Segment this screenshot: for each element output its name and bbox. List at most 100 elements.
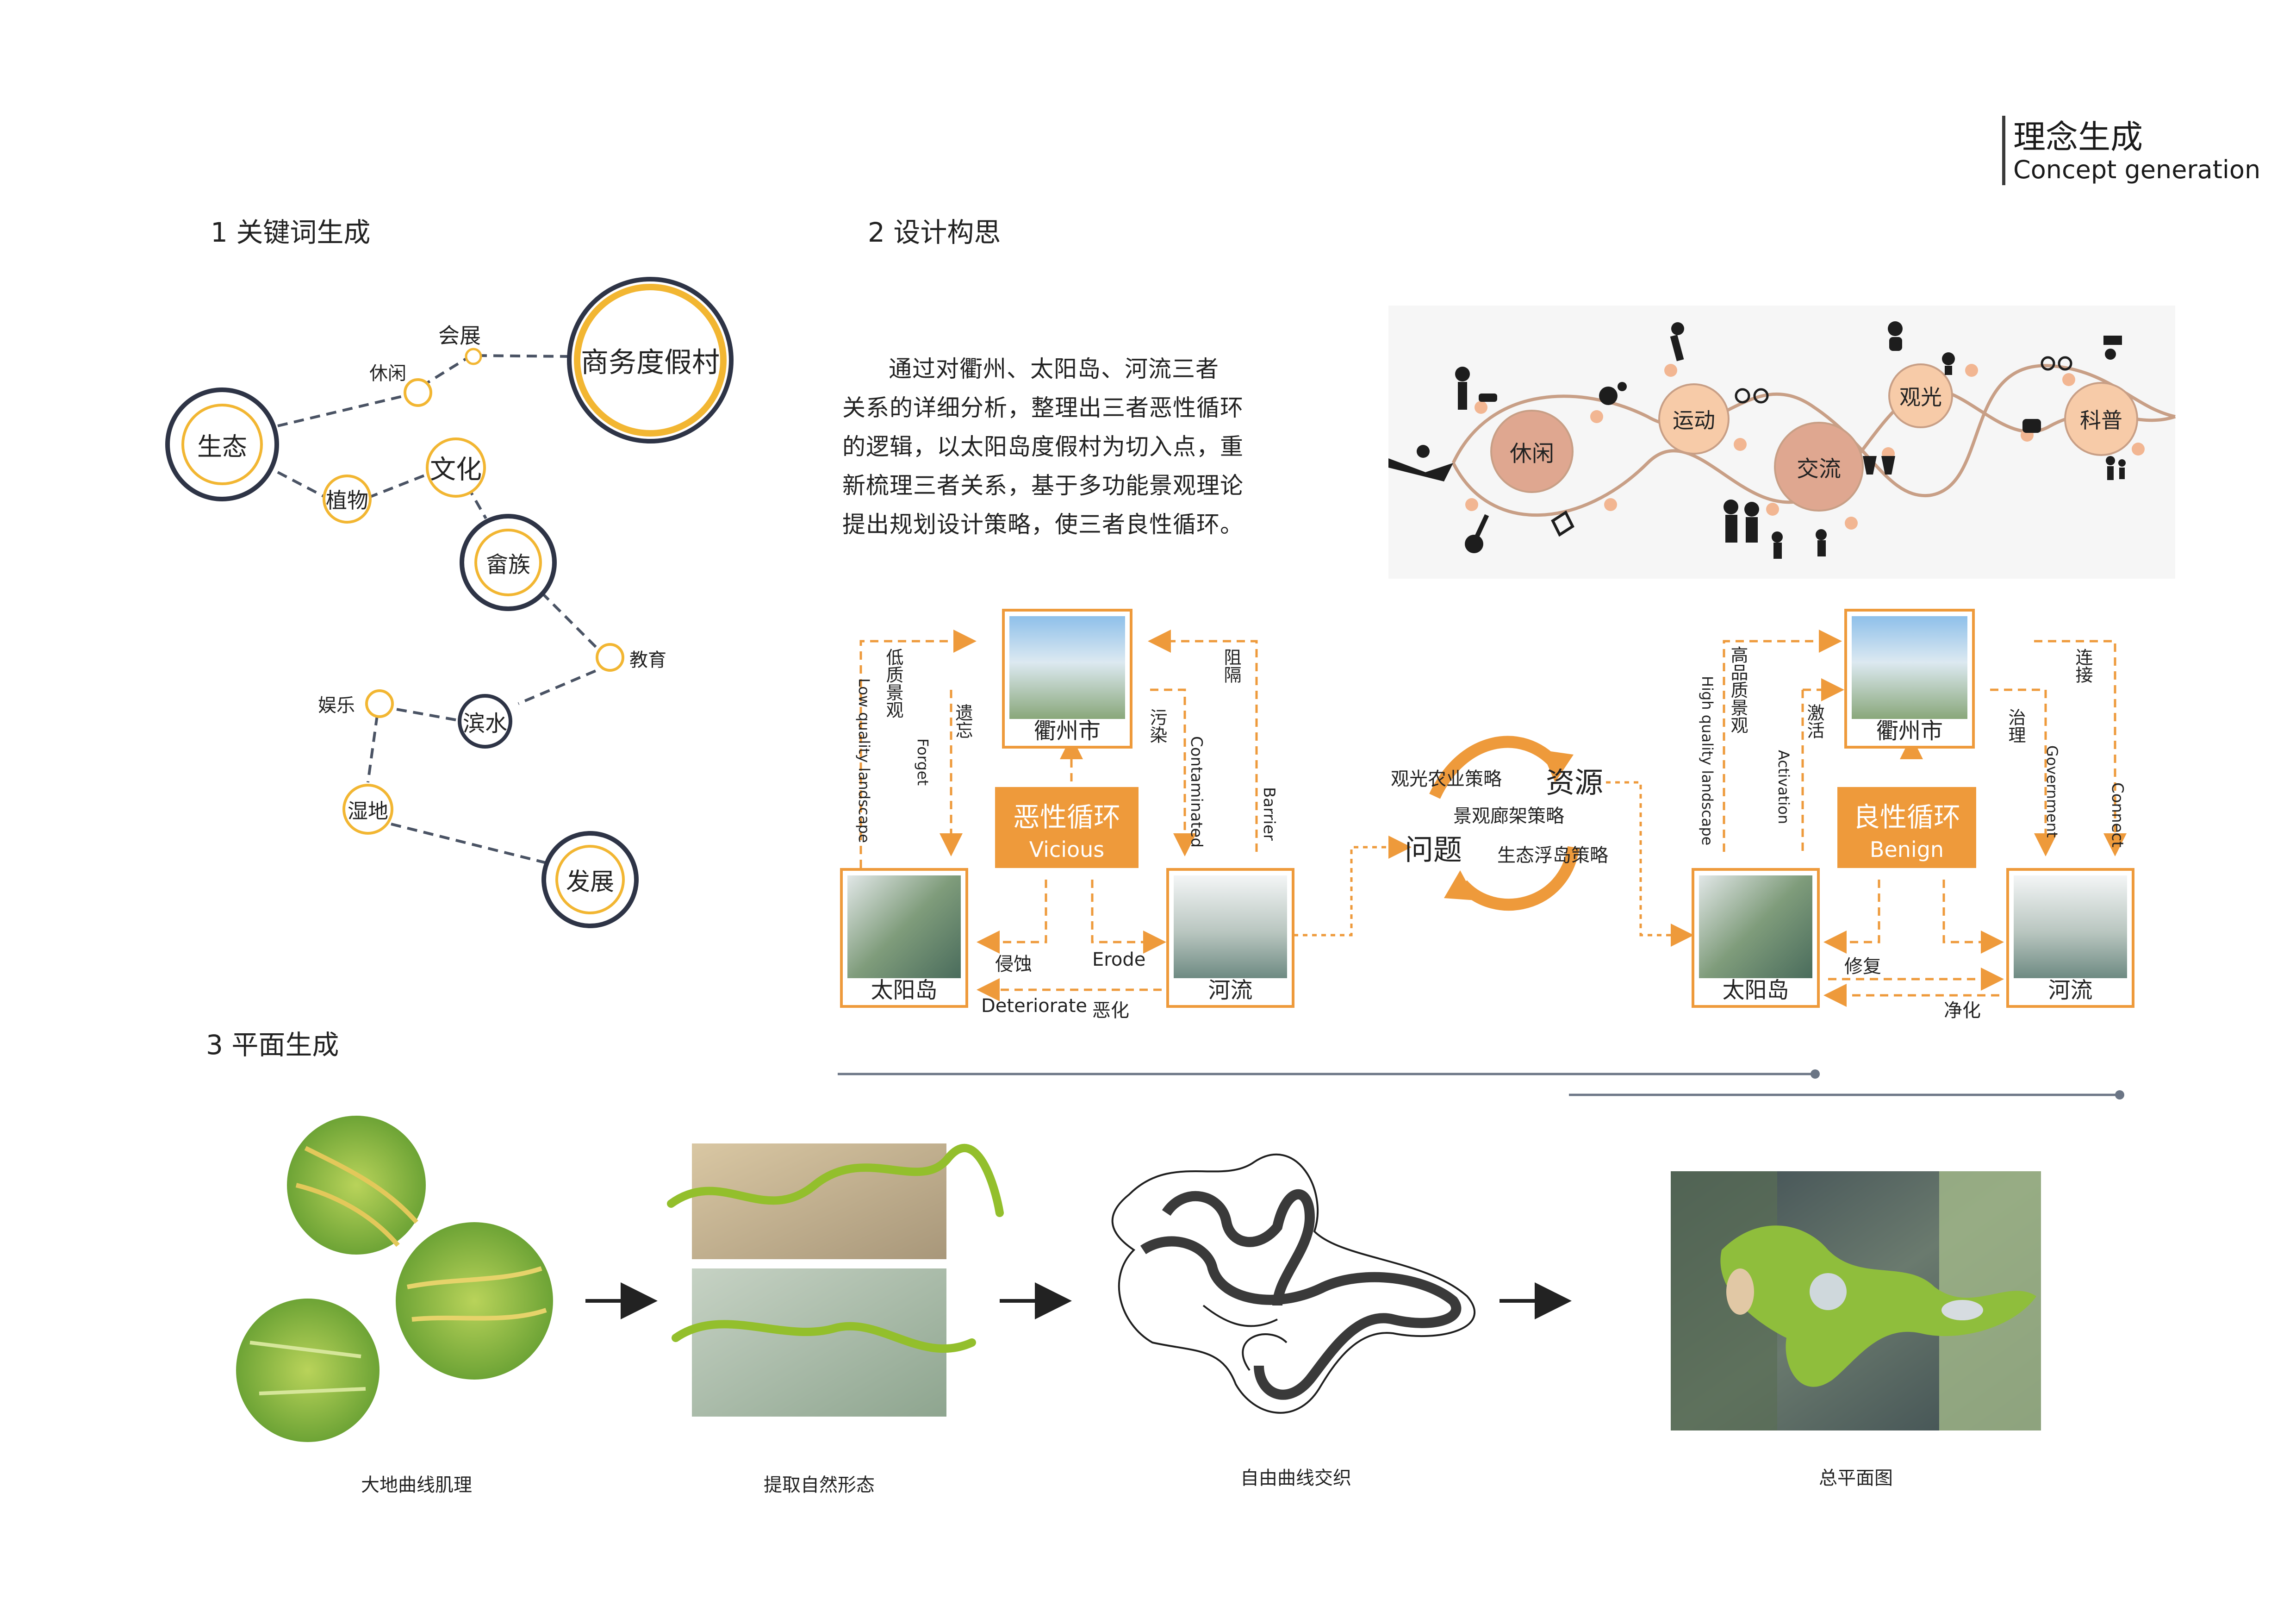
keyword-entertainment: 娱乐 xyxy=(318,695,355,716)
function-leisure: 休闲 xyxy=(1509,441,1555,467)
strategy-resource: 资源 xyxy=(1546,766,1604,800)
photographer-icon xyxy=(1888,321,1903,351)
vicious-low-quality-en: Low quality landscape xyxy=(855,678,873,843)
benign-river-label: 河流 xyxy=(2048,977,2093,1003)
master-plan-image xyxy=(1671,1171,2041,1430)
vicious-forget-en: Forget xyxy=(914,738,932,786)
caption-curve-weave: 自由曲线交织 xyxy=(1240,1468,1351,1489)
vicious-island-label: 太阳岛 xyxy=(871,977,938,1003)
benign-city-label: 衢州市 xyxy=(1876,718,1943,744)
function-nodes xyxy=(1490,363,2138,512)
vicious-barrier-en: Barrier xyxy=(1260,787,1278,841)
hammock-icon xyxy=(1388,445,1453,481)
header-bar xyxy=(2002,116,2005,185)
earth-texture-photos xyxy=(236,1116,553,1442)
kite-icon xyxy=(1551,510,1574,537)
strategy-cycle xyxy=(1429,736,1580,911)
guitar-icon xyxy=(1465,514,1489,553)
keyword-ethnic: 畲族 xyxy=(485,552,531,578)
function-exchange: 交流 xyxy=(1796,456,1842,482)
keyword-resort: 商务度假村 xyxy=(581,346,720,379)
vicious-erode-en: Erode xyxy=(1092,949,1146,970)
keyword-leisure: 休闲 xyxy=(369,363,406,384)
benign-connect-en: Connect xyxy=(2108,782,2127,848)
caption-master-plan: 总平面图 xyxy=(1819,1468,1893,1489)
section2-title: 2 设计构思 xyxy=(868,217,1001,248)
benign-center-en: Benign xyxy=(1869,837,1944,862)
keyword-ecology: 生态 xyxy=(197,432,247,462)
benign-govern-en: Government xyxy=(2043,745,2061,838)
vicious-center-cn: 恶性循环 xyxy=(1013,801,1120,833)
benign-govern-cn: 治理 xyxy=(2005,708,2026,743)
benign-center-box: 良性循环 Benign xyxy=(1837,787,1976,868)
strategy-s2: 景观廊架策略 xyxy=(1453,806,1564,827)
benign-activate-cn: 激活 xyxy=(1804,704,1824,739)
benign-purify-cn: 净化 xyxy=(1944,1000,1981,1021)
benign-high-quality-cn: 高品质景观 xyxy=(1728,646,1748,734)
benign-connectors xyxy=(1723,630,2127,1007)
benign-repair-cn: 修复 xyxy=(1844,956,1881,977)
keyword-exhibition: 会展 xyxy=(438,323,481,348)
toast-icon xyxy=(1863,456,1895,475)
strategy-s3: 生态浮岛策略 xyxy=(1497,845,1608,866)
function-sport: 运动 xyxy=(1673,408,1715,433)
vicious-city-photo: 衢州市 xyxy=(1002,609,1132,749)
vicious-erode-cn: 侵蚀 xyxy=(995,954,1032,975)
vicious-island-photo: 太阳岛 xyxy=(840,868,968,1008)
natural-form-photos xyxy=(667,1143,1004,1417)
vicious-pollute-cn: 污染 xyxy=(1147,708,1167,743)
keyword-culture: 文化 xyxy=(430,455,482,485)
free-curve-weave xyxy=(1111,1154,1475,1414)
keyword-waterfront: 滨水 xyxy=(462,711,508,737)
benign-activate-en: Activation xyxy=(1775,750,1792,824)
section1-title: 1 关键词生成 xyxy=(211,217,371,248)
paragraph-line: 关系的详细分析，整理出三者恶性循环 xyxy=(842,394,1244,421)
section3-title: 3 平面生成 xyxy=(206,1029,339,1061)
keyword-plants: 植物 xyxy=(326,488,368,513)
vicious-forget-cn: 遗忘 xyxy=(952,704,973,739)
function-sightseeing: 观光 xyxy=(1899,385,1942,410)
benign-city-photo: 衢州市 xyxy=(1844,609,1975,749)
vicious-center-en: Vicious xyxy=(1029,837,1105,862)
header-title-en: Concept generation xyxy=(2013,155,2261,184)
paragraph-line: 新梳理三者关系，基于多功能景观理论 xyxy=(842,472,1244,499)
keyword-rings xyxy=(165,277,734,928)
benign-river-photo: 河流 xyxy=(2006,868,2134,1008)
runner-icon xyxy=(1670,322,1684,362)
benign-connect-cn: 连接 xyxy=(2072,648,2093,683)
teacher-icon xyxy=(2103,336,2122,360)
benign-island-label: 太阳岛 xyxy=(1722,977,1789,1003)
bicycle-icon xyxy=(1735,388,1769,404)
hiker-icon xyxy=(1942,352,1955,375)
vicious-deteriorate-en: Deteriorate xyxy=(981,995,1087,1017)
benign-center-cn: 良性循环 xyxy=(1853,801,1960,833)
vicious-river-label: 河流 xyxy=(1208,977,1253,1003)
keyword-development: 发展 xyxy=(566,868,615,896)
vicious-city-label: 衢州市 xyxy=(1033,718,1101,744)
caption-natural-form: 提取自然形态 xyxy=(764,1474,875,1496)
keyword-network-links xyxy=(277,354,612,865)
vicious-center-box: 恶性循环 Vicious xyxy=(995,787,1139,868)
paragraph-line: 通过对衢州、太阳岛、河流三者 xyxy=(889,356,1219,382)
vicious-barrier-cn: 阻隔 xyxy=(1221,648,1241,683)
keyword-wetland: 湿地 xyxy=(348,800,388,823)
vicious-pollute-en: Contaminated xyxy=(1187,736,1206,848)
caption-earth-texture: 大地曲线肌理 xyxy=(361,1474,472,1496)
bicycle-2-icon xyxy=(2041,356,2072,371)
family-icon xyxy=(1724,500,1827,559)
benign-high-quality-en: High quality landscape xyxy=(1699,676,1716,846)
vicious-river-photo: 河流 xyxy=(1166,868,1294,1008)
header-title-cn: 理念生成 xyxy=(2013,118,2143,156)
dog-walker-icon xyxy=(1455,367,1497,410)
vicious-connectors xyxy=(859,630,1258,1001)
concept-paragraph: 通过对衢州、太阳岛、河流三者 关系的详细分析，整理出三者恶性循环 的逻辑，以太阳… xyxy=(842,350,1287,544)
benign-island-photo: 太阳岛 xyxy=(1692,868,1820,1008)
strategy-s1: 观光农业策略 xyxy=(1391,768,1502,790)
football-icon xyxy=(1599,382,1627,405)
activity-pictograms xyxy=(1388,321,2126,559)
function-science: 科普 xyxy=(2080,408,2122,433)
timeline-dot-1 xyxy=(1811,1069,1820,1079)
coffee-icon xyxy=(2022,419,2041,433)
strategy-connectors xyxy=(1294,781,1694,947)
